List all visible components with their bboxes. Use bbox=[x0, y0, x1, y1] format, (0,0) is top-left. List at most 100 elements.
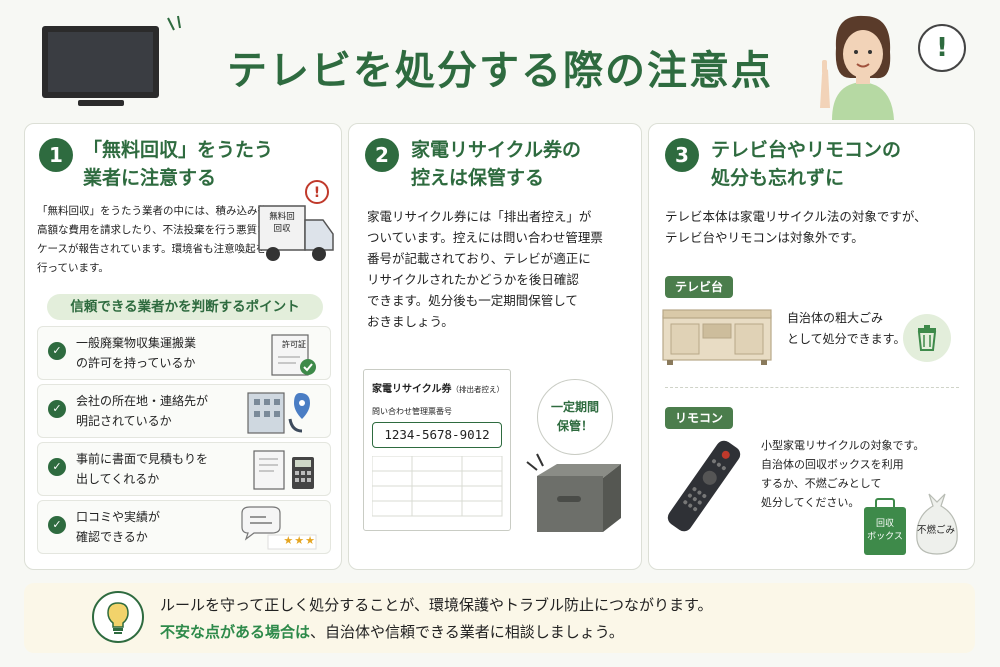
stand-line: として処分できます。 bbox=[787, 332, 906, 346]
svg-text:!: ! bbox=[314, 185, 320, 201]
footer-line2: 不安な点がある場合は、自治体や信頼できる業者に相談しましょう。 bbox=[160, 621, 624, 642]
ticket-title: 家電リサイクル券（排出者控え） bbox=[372, 380, 504, 395]
truck-label: 無料回 回収 bbox=[264, 211, 300, 235]
rating-stars: ★★★ bbox=[283, 534, 316, 547]
exclamation-bubble-icon: ! bbox=[918, 24, 966, 72]
body-line: ついています。控えには問い合わせ管理票 bbox=[367, 230, 603, 245]
check-icon: ✓ bbox=[48, 516, 66, 534]
permit-label: 許可証 bbox=[282, 340, 306, 349]
list-item: ✓ 口コミや実績が 確認できるか ★★★ bbox=[37, 500, 331, 554]
point-line: 確認できるか bbox=[76, 530, 148, 544]
remote-icon bbox=[663, 436, 745, 540]
card-free-collection-warning: 1 「無料回収」をうたう 業者に注意する 「無料回収」をうたう業者の中には、積み… bbox=[24, 123, 342, 570]
card-body: 家電リサイクル券には「排出者控え」が ついています。控えには問い合わせ管理票 番… bbox=[367, 206, 603, 332]
box-line: 回収 bbox=[875, 519, 894, 529]
tv-stand-icon bbox=[661, 306, 773, 370]
person-pointing-icon bbox=[812, 8, 912, 124]
building-icon bbox=[240, 389, 320, 439]
card-number: 3 bbox=[665, 138, 699, 172]
card-title-line2: 処分も忘れずに bbox=[711, 167, 845, 189]
remote-line: するか、不燃ごみとして bbox=[761, 477, 882, 490]
body-line: おきましょう。 bbox=[367, 314, 454, 329]
footer-line1: ルールを守って正しく処分することが、環境保護やトラブル防止につながります。 bbox=[160, 596, 713, 614]
point-text: 口コミや実績が 確認できるか bbox=[76, 507, 160, 547]
review-icon bbox=[236, 505, 320, 555]
storage-box-icon bbox=[517, 442, 629, 542]
point-text: 事前に書面で見積もりを 出してくれるか bbox=[76, 449, 208, 489]
card-title-line2: 控えは保管する bbox=[411, 167, 545, 189]
keep-line: 一定期間 bbox=[550, 400, 599, 414]
point-text: 会社の所在地・連絡先が 明記されているか bbox=[76, 391, 208, 431]
card-body: テレビ本体は家電リサイクル法の対象ですが、 テレビ台やリモコンは対象外です。 bbox=[665, 206, 927, 248]
card-body: 「無料回収」をうたう業者の中には、積み込み後に 高額な費用を請求したり、不法投棄… bbox=[37, 202, 279, 278]
point-line: 一般廃棄物収集運搬業 bbox=[76, 336, 197, 350]
remote-line: 自治体の回収ボックスを利用 bbox=[761, 458, 904, 471]
trash-icon bbox=[903, 314, 951, 362]
card-number: 2 bbox=[365, 138, 399, 172]
remote-tag: リモコン bbox=[665, 407, 734, 429]
list-item: ✓ 一般廃棄物収集運搬業 の許可を持っているか 許可証 bbox=[37, 326, 331, 380]
points-header: 信頼できる業者かを判断するポイント bbox=[47, 294, 323, 320]
check-icon: ✓ bbox=[48, 400, 66, 418]
collection-box-label: 回収 ボックス bbox=[864, 507, 906, 555]
ticket-subtitle: （排出者控え） bbox=[451, 385, 505, 394]
ticket-table-lines bbox=[372, 456, 503, 517]
card-stand-and-remote: 3 テレビ台やリモコンの 処分も忘れずに テレビ本体は家電リサイクル法の対象です… bbox=[648, 123, 975, 570]
card-number: 1 bbox=[39, 138, 73, 172]
footer-highlight: 不安な点がある場合は bbox=[160, 623, 311, 641]
keep-line: 保管！ bbox=[556, 419, 593, 433]
body-line: 高額な費用を請求したり、不法投棄を行う悪質な bbox=[37, 224, 268, 236]
permit-icon bbox=[268, 331, 320, 381]
remote-text: 小型家電リサイクルの対象です。 自治体の回収ボックスを利用 するか、不燃ごみとし… bbox=[761, 436, 924, 512]
point-line: 口コミや実績が bbox=[76, 510, 161, 524]
recycling-ticket: 家電リサイクル券（排出者控え） 問い合わせ管理票番号 1234-5678-901… bbox=[363, 369, 511, 531]
point-line: 明記されているか bbox=[76, 414, 172, 428]
box-line: ボックス bbox=[867, 532, 903, 542]
card-title-line1: テレビ台やリモコンの bbox=[711, 139, 902, 161]
lightbulb-icon bbox=[92, 591, 144, 643]
body-line: 番号が記載されており、テレビが適正に bbox=[367, 251, 591, 266]
remote-line: 処分してください。 bbox=[761, 496, 860, 509]
card-title-line2: 業者に注意する bbox=[83, 167, 217, 189]
garbage-bag-label: 不燃ごみ bbox=[917, 525, 956, 536]
truck-label-line: 回収 bbox=[273, 224, 291, 234]
estimate-icon bbox=[250, 447, 320, 497]
point-line: 会社の所在地・連絡先が bbox=[76, 394, 209, 408]
ticket-number: 1234-5678-9012 bbox=[372, 422, 502, 448]
footer-line2-rest: 、自治体や信頼できる業者に相談しましょう。 bbox=[310, 623, 624, 641]
body-line: 「無料回収」をうたう業者の中には、積み込み後に bbox=[37, 205, 279, 217]
remote-line: 小型家電リサイクルの対象です。 bbox=[761, 439, 925, 452]
footer-note: ルールを守って正しく処分することが、環境保護やトラブル防止につながります。 不安… bbox=[24, 583, 975, 653]
list-item: ✓ 会社の所在地・連絡先が 明記されているか bbox=[37, 384, 331, 438]
keep-bubble: 一定期間 保管！ bbox=[537, 379, 613, 455]
body-line: テレビ本体は家電リサイクル法の対象ですが、 bbox=[665, 209, 927, 224]
garbage-bag-icon bbox=[911, 490, 963, 562]
stand-line: 自治体の粗大ごみ bbox=[787, 311, 884, 325]
body-line: テレビ台やリモコンは対象外です。 bbox=[665, 230, 864, 245]
check-icon: ✓ bbox=[48, 458, 66, 476]
body-line: 家電リサイクル券には「排出者控え」が bbox=[367, 209, 592, 224]
page-title: テレビを処分する際の注意点 bbox=[227, 48, 773, 94]
card-recycling-ticket: 2 家電リサイクル券の 控えは保管する 家電リサイクル券には「排出者控え」が つ… bbox=[348, 123, 642, 570]
point-line: 出してくれるか bbox=[76, 472, 160, 486]
body-line: リサイクルされたかどうかを後日確認 bbox=[367, 272, 579, 287]
body-line: ケースが報告されています。環境省も注意喚起を bbox=[37, 243, 267, 255]
tv-stand-text: 自治体の粗大ごみ として処分できます。 bbox=[787, 308, 905, 350]
point-line: の許可を持っているか bbox=[76, 356, 196, 370]
ticket-title-text: 家電リサイクル券 bbox=[372, 384, 452, 395]
decoration-lines bbox=[160, 14, 200, 58]
tv-icon bbox=[38, 22, 163, 116]
list-item: ✓ 事前に書面で見積もりを 出してくれるか bbox=[37, 442, 331, 496]
body-line: できます。処分後も一定期間保管して bbox=[367, 293, 578, 308]
point-line: 事前に書面で見積もりを bbox=[76, 452, 209, 466]
section-divider bbox=[665, 387, 959, 388]
card-title-line1: 「無料回収」をうたう bbox=[83, 139, 274, 161]
card-title-line1: 家電リサイクル券の bbox=[411, 139, 582, 161]
ticket-label: 問い合わせ管理票番号 bbox=[372, 407, 452, 416]
truck-icon: ! bbox=[257, 180, 341, 274]
check-icon: ✓ bbox=[48, 342, 66, 360]
body-line: 行っています。 bbox=[37, 262, 109, 274]
tv-stand-tag: テレビ台 bbox=[665, 276, 734, 298]
point-text: 一般廃棄物収集運搬業 の許可を持っているか bbox=[76, 333, 196, 373]
truck-label-line: 無料回 bbox=[269, 212, 295, 222]
